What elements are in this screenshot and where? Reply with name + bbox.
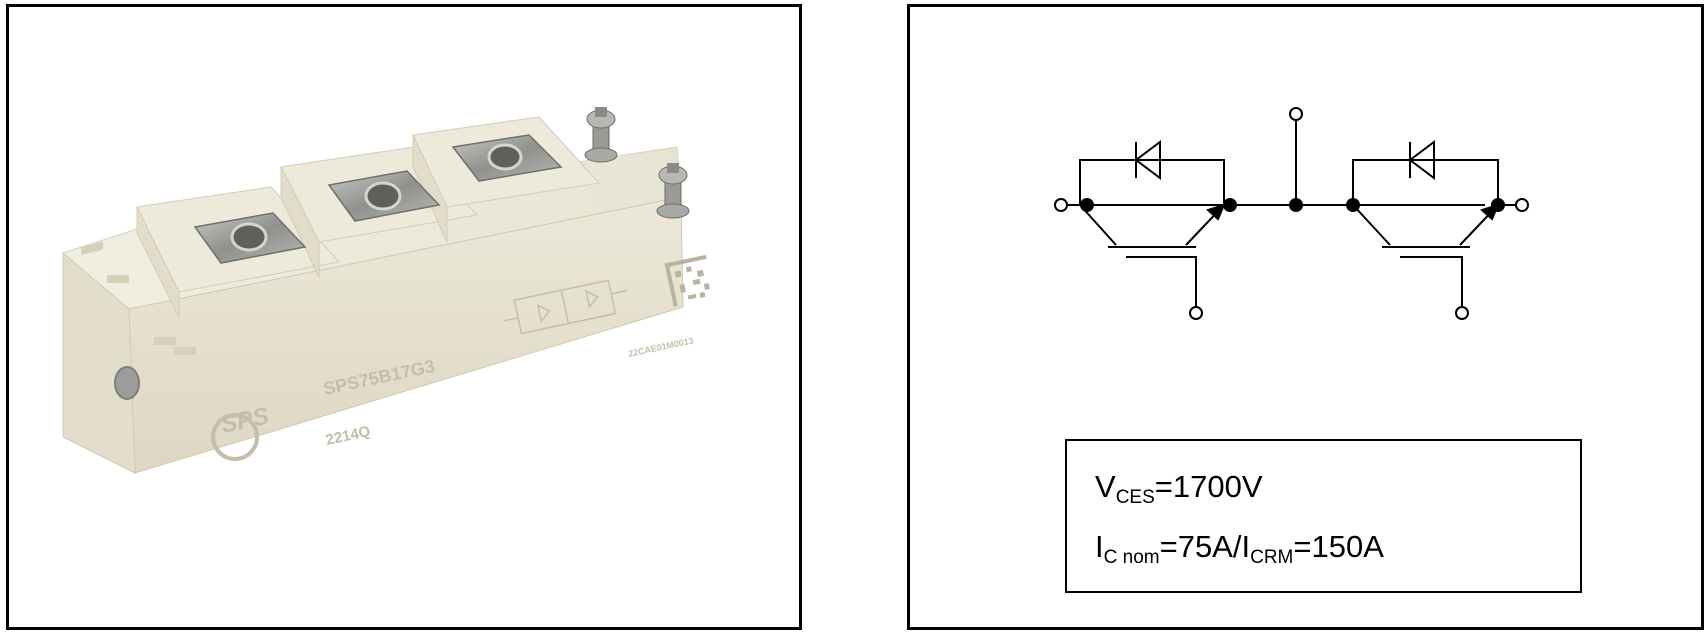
terminal-screw-hole-1 xyxy=(230,222,268,252)
spec-subscript: CRM xyxy=(1250,547,1294,568)
junction-dot xyxy=(1223,198,1237,212)
end-notch xyxy=(107,275,129,283)
data-matrix-code xyxy=(664,254,710,307)
junction-dot xyxy=(1346,198,1360,212)
spec-symbol: I xyxy=(1095,529,1104,564)
diode-left-icon xyxy=(1134,140,1161,180)
emitter-arrow-left-icon xyxy=(1206,203,1226,221)
junction-dot xyxy=(1080,198,1094,212)
end-notch xyxy=(174,347,196,355)
serial-code: 22CAE01M0013 xyxy=(627,335,694,359)
spec-value: =150A xyxy=(1293,529,1384,564)
gate-right xyxy=(1400,256,1463,307)
printed-circuit-symbol xyxy=(504,279,628,335)
terminal-screw-hole-3 xyxy=(487,143,523,171)
terminal-node-right xyxy=(1515,198,1529,212)
terminal-block-2-front xyxy=(280,166,320,278)
terminal-block-3-front xyxy=(412,134,448,243)
junction-dot xyxy=(1289,198,1303,212)
spec-symbol: I xyxy=(1241,529,1251,564)
terminal-screw-hole-2 xyxy=(364,181,402,211)
half-bridge-schematic xyxy=(1054,107,1529,320)
gate-terminal-right xyxy=(1455,306,1469,320)
wire xyxy=(1352,204,1391,246)
schematic-frame: VCES=1700V IC nom=75A/ICRM=150A xyxy=(907,4,1704,630)
spec-subscript: CES xyxy=(1115,487,1155,508)
gate-left xyxy=(1126,256,1197,307)
spec-value: =75A/ xyxy=(1159,529,1242,564)
terminal-node-left xyxy=(1054,198,1068,212)
wire xyxy=(1352,159,1499,205)
junction-dot xyxy=(1491,198,1505,212)
spec-symbol: V xyxy=(1095,469,1116,504)
terminal-node-top xyxy=(1289,107,1303,121)
end-notch xyxy=(81,241,103,256)
end-notch xyxy=(154,337,176,345)
voltage-spec: VCES=1700V xyxy=(1095,469,1263,509)
diode-right-icon xyxy=(1408,140,1435,180)
gate-terminal-left xyxy=(1189,306,1203,320)
spec-subscript: C nom xyxy=(1103,547,1160,568)
terminal-block-1-front xyxy=(136,206,180,318)
spec-value: =1700V xyxy=(1154,469,1263,504)
aux-terminal-2 xyxy=(656,163,690,219)
module-end-face xyxy=(62,251,136,474)
product-photo-frame: SPS75B17G3 2214Q 22CAE01M0013 SPS xyxy=(6,4,802,630)
igbt-module-photo: SPS75B17G3 2214Q 22CAE01M0013 SPS xyxy=(62,107,710,474)
wire xyxy=(1079,159,1225,205)
aux-terminal-1 xyxy=(584,107,618,163)
date-code: 2214Q xyxy=(324,423,372,449)
mounting-hole xyxy=(114,366,140,400)
current-spec: IC nom=75A/ICRM=150A xyxy=(1095,529,1384,569)
spec-box: VCES=1700V IC nom=75A/ICRM=150A xyxy=(1065,439,1582,593)
sps-logo: SPS xyxy=(211,402,271,461)
